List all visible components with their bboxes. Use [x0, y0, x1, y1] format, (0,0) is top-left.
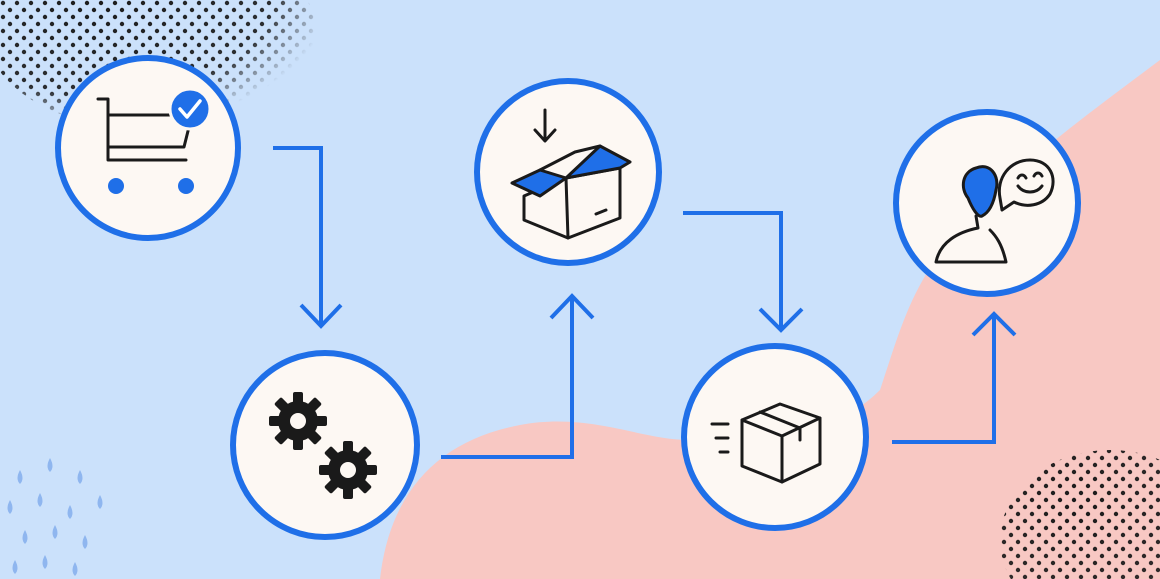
step-processing-node: [230, 350, 420, 540]
happy-customer-icon: [934, 158, 1055, 264]
shopping-cart-check-icon: [96, 87, 212, 194]
step-order-node: [55, 55, 241, 241]
raindrop-pattern: [7, 458, 103, 576]
step-shipping-node: [681, 343, 869, 531]
pink-blob: [380, 60, 1160, 579]
dot-pattern-bottom-right: [990, 440, 1160, 579]
open-box-icon: [510, 108, 632, 240]
connector-order-to-processing: [273, 146, 343, 329]
gears-icon: [269, 392, 377, 499]
connector-packing-to-shipping: [683, 211, 804, 333]
connector-shipping-to-delivered: [892, 311, 1017, 444]
step-packing-node: [474, 78, 662, 266]
step-delivered-node: [893, 109, 1081, 297]
moving-package-icon: [710, 402, 822, 484]
connector-processing-to-packing: [441, 293, 595, 459]
